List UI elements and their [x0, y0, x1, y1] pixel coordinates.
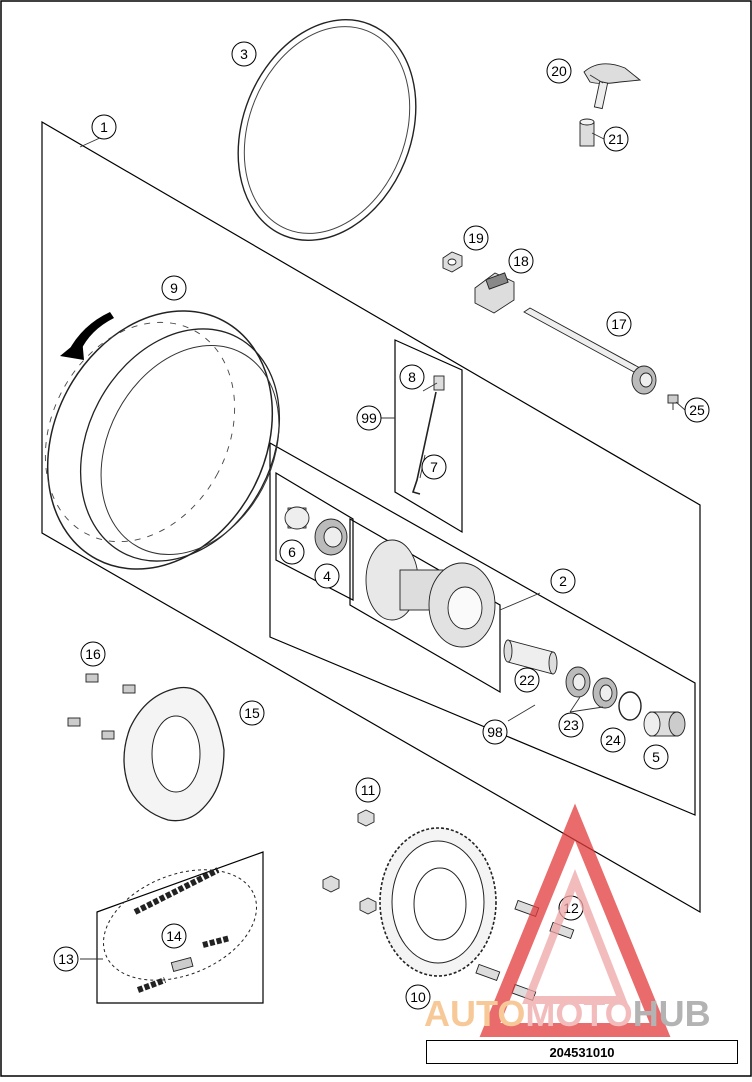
callout-20: 20	[546, 58, 572, 84]
watermark-triangle-inner	[522, 869, 628, 1004]
callout-7: 7	[421, 454, 447, 480]
callout-group: 1 2 3 4 5 6 7 8 9 10 11 12 13 14 15 16 1…	[53, 41, 710, 1010]
chain-drawing	[102, 867, 258, 993]
callout-11: 11	[355, 777, 381, 803]
callout-19: 19	[463, 225, 489, 251]
svg-text:22: 22	[519, 672, 535, 688]
callout-18: 18	[508, 248, 534, 274]
callout-14: 14	[161, 923, 187, 949]
svg-text:23: 23	[563, 717, 579, 733]
chain-adjuster-drawing	[474, 272, 515, 314]
svg-text:99: 99	[361, 410, 377, 426]
callout-13: 13	[53, 946, 79, 972]
callout-23: 23	[558, 712, 584, 738]
spoke-drawing	[411, 391, 437, 495]
callout-22: 22	[514, 667, 540, 693]
svg-text:21: 21	[608, 131, 624, 147]
svg-text:2: 2	[559, 573, 567, 589]
svg-text:20: 20	[551, 63, 567, 79]
chain-joint-link-drawing	[170, 956, 194, 972]
bearing-left-drawing	[314, 518, 348, 556]
callout-15: 15	[239, 700, 265, 726]
callout-17: 17	[606, 311, 632, 337]
callout-24: 24	[600, 727, 626, 753]
rotation-arrowhead	[60, 338, 84, 360]
disc-screws-drawing	[67, 673, 136, 740]
sprocket-drawing	[379, 827, 497, 977]
callout-25: 25	[684, 397, 710, 423]
outline-bearing-box	[275, 471, 354, 601]
valve-cap-drawing	[583, 63, 642, 110]
svg-text:24: 24	[605, 732, 621, 748]
outline-chain-box	[96, 851, 264, 1004]
distance-sleeve-drawing	[284, 506, 310, 530]
svg-text:19: 19	[468, 230, 484, 246]
callout-3: 3	[231, 41, 257, 67]
hub-spacer-drawing	[503, 639, 558, 675]
callout-10: 10	[405, 984, 431, 1010]
svg-text:16: 16	[85, 646, 101, 662]
callout-1: 1	[91, 114, 117, 140]
distance-sleeve-right-drawing	[643, 711, 686, 737]
callout-21: 21	[603, 126, 629, 152]
svg-text:14: 14	[166, 928, 182, 944]
callout-9: 9	[161, 275, 187, 301]
circlip-drawing	[618, 691, 642, 721]
svg-text:18: 18	[513, 253, 529, 269]
valve-insert-drawing	[579, 118, 595, 147]
watermark-triangle-outer	[479, 803, 671, 1037]
svg-text:7: 7	[430, 459, 438, 475]
brake-disc-drawing	[123, 686, 225, 822]
leader-lines	[79, 74, 686, 960]
svg-text:98: 98	[487, 724, 503, 740]
spindle-screw-drawing	[667, 394, 679, 410]
outline-spoke-box	[394, 339, 463, 534]
diagram-code-label: 204531010	[426, 1040, 738, 1064]
callout-6: 6	[279, 539, 305, 565]
spoke-nipple-drawing	[433, 375, 445, 391]
svg-text:10: 10	[410, 989, 426, 1005]
svg-text:4: 4	[323, 568, 331, 584]
watermark-logo: AUTOMOTOHUB	[424, 803, 711, 1037]
svg-text:6: 6	[288, 544, 296, 560]
wheel-spindle-drawing	[523, 307, 657, 395]
callout-4: 4	[314, 563, 340, 589]
callout-16: 16	[80, 641, 106, 667]
outline-assembly-1	[41, 120, 701, 914]
callout-98: 98	[482, 719, 508, 745]
svg-text:5: 5	[652, 749, 660, 765]
svg-text:25: 25	[689, 402, 705, 418]
tyre-band-drawing	[237, 19, 417, 241]
svg-text:3: 3	[240, 46, 248, 62]
callout-2: 2	[550, 568, 576, 594]
svg-text:13: 13	[58, 951, 74, 967]
sprocket-nuts-drawing	[322, 809, 377, 915]
callout-5: 5	[643, 744, 669, 770]
rear-hub-drawing	[365, 539, 496, 648]
callout-8: 8	[399, 364, 425, 390]
svg-text:1: 1	[100, 119, 108, 135]
rim-drawing	[44, 310, 281, 570]
svg-text:15: 15	[244, 705, 260, 721]
outline-hub-box	[269, 441, 696, 816]
svg-text:8: 8	[408, 369, 416, 385]
svg-text:17: 17	[611, 316, 627, 332]
bearing-right-drawing	[565, 666, 618, 709]
svg-text:11: 11	[361, 782, 376, 798]
axle-nut-drawing	[442, 251, 463, 273]
callout-99: 99	[356, 405, 382, 431]
watermark-text: AUTOMOTOHUB	[424, 993, 711, 1034]
svg-text:9: 9	[170, 280, 178, 296]
